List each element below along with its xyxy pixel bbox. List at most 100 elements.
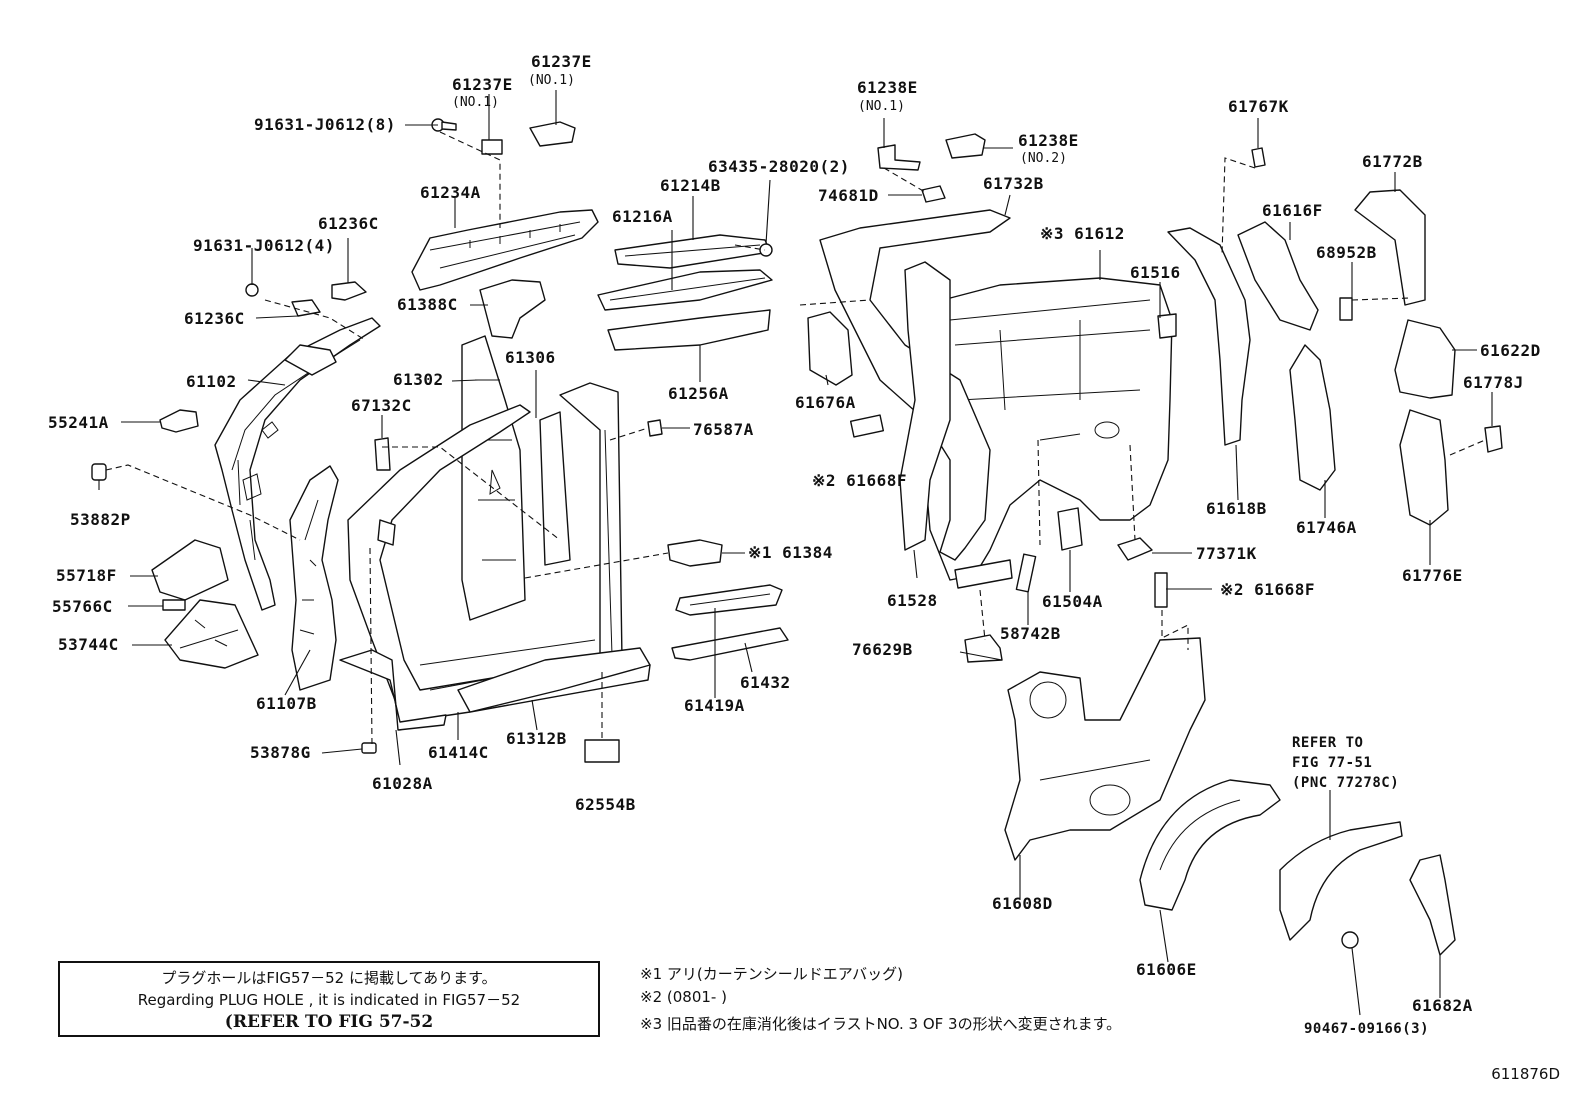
part-61746A-drawing: [1289, 344, 1336, 491]
label-61238E-a: 61238E: [857, 78, 918, 97]
label-61238E-b: 61238E: [1018, 131, 1079, 150]
label-61237E-a-sub: (NO.1): [452, 95, 499, 110]
label-61528: 61528: [887, 591, 938, 610]
label-61256A: 61256A: [668, 384, 729, 403]
note-line-japanese: プラグホールはFIG57－52 に掲載してあります。: [161, 969, 497, 987]
label-61302: 61302: [393, 370, 444, 389]
label-61676A: 61676A: [795, 393, 856, 412]
part-61606E-drawing: [1139, 779, 1281, 911]
part-90467-clip-drawing: [1341, 931, 1359, 949]
figure-id: 611876D: [1491, 1065, 1560, 1083]
refer-note-line1: REFER TO: [1292, 735, 1364, 751]
label-61102: 61102: [186, 372, 237, 391]
label-58742B: 58742B: [1000, 624, 1061, 643]
note-line-refer: (REFER TO FIG 57-52: [224, 1012, 434, 1032]
label-74681D: 74681D: [818, 186, 879, 205]
label-61312B: 61312B: [506, 729, 567, 748]
label-61516: 61516: [1130, 263, 1181, 282]
part-61676A-drawing: [807, 311, 853, 386]
part-61236C-bracket: [331, 281, 367, 301]
label-61608D: 61608D: [992, 894, 1053, 913]
part-61618B-drawing: [1167, 227, 1251, 446]
label-76629B: 76629B: [852, 640, 913, 659]
part-61102-drawing: [214, 317, 381, 611]
part-91631-bolt-4: [245, 283, 259, 297]
part-61306-drawing: [539, 411, 571, 566]
label-61682A: 61682A: [1412, 996, 1473, 1015]
label-61216A: 61216A: [612, 207, 673, 226]
label-77371K: 77371K: [1196, 544, 1257, 563]
part-55718F-drawing: [151, 539, 229, 601]
part-77278C-ref-drawing: [1279, 821, 1403, 941]
label-53878G: 53878G: [250, 743, 311, 762]
label-61214B: 61214B: [660, 176, 721, 195]
part-74681D-drawing: [921, 185, 946, 203]
label-90467: 90467-09166(3): [1304, 1021, 1430, 1037]
label-61306: 61306: [505, 348, 556, 367]
label-61668F-a: ※2 61668F: [812, 471, 907, 490]
label-61419A: 61419A: [684, 696, 745, 715]
label-61432: 61432: [740, 673, 791, 692]
label-76587A: 76587A: [693, 420, 754, 439]
part-61238E-bracket-b: [945, 133, 986, 159]
part-63435-drawing: [759, 243, 773, 257]
label-61746A: 61746A: [1296, 518, 1357, 537]
part-61528-drawing: [899, 261, 951, 551]
label-91631-4: 91631-J0612(4): [193, 236, 335, 255]
part-61107B-drawing: [289, 465, 339, 691]
label-61668F-b: ※2 61668F: [1220, 580, 1315, 599]
label-61618B: 61618B: [1206, 499, 1267, 518]
label-61606E: 61606E: [1136, 960, 1197, 979]
part-61767K-drawing: [1251, 147, 1266, 168]
label-53882P: 53882P: [70, 510, 131, 529]
footnote-3: ※3 旧品番の在庫消化後はイラストNO. 3 OF 3の形状へ変更されます。: [640, 1015, 1122, 1033]
part-61776E-drawing: [1399, 409, 1449, 526]
part-61668F-b-drawing: [1154, 572, 1168, 608]
label-68952B: 68952B: [1316, 243, 1377, 262]
leader-lines: [98, 90, 1493, 1016]
part-61778J-drawing: [1484, 425, 1503, 453]
part-61256A-drawing: [607, 309, 771, 351]
part-61302-drawing: [461, 335, 526, 621]
label-61234A: 61234A: [420, 183, 481, 202]
part-53744C-drawing: [164, 599, 259, 669]
label-61778J: 61778J: [1463, 373, 1524, 392]
note-line-english: Regarding PLUG HOLE , it is indicated in…: [137, 991, 521, 1009]
footnote-1: ※1 アリ(カーテンシールドエアバッグ): [640, 965, 903, 983]
part-77371K-drawing: [1117, 537, 1153, 561]
part-68952B-drawing: [1339, 297, 1353, 321]
part-61238E-bracket-a: [877, 144, 921, 171]
label-63435: 63435-28020(2): [708, 157, 850, 176]
label-61028A: 61028A: [372, 774, 433, 793]
part-61682A-drawing: [1409, 854, 1456, 956]
part-53882P-drawing: [91, 463, 107, 481]
label-61612: ※3 61612: [1040, 224, 1125, 243]
part-61772B-drawing: [1354, 189, 1426, 306]
part-61668F-a-drawing: [849, 414, 885, 438]
part-61237E-bracket-b: [529, 121, 576, 147]
label-61238E-a-sub: (NO.1): [858, 99, 905, 114]
label-61384: ※1 61384: [748, 543, 833, 562]
label-61237E-a: 61237E: [452, 75, 513, 94]
part-61504A-drawing: [1057, 507, 1083, 551]
label-55718F: 55718F: [56, 566, 117, 585]
part-62554B-drawing: [584, 739, 620, 763]
label-53744C: 53744C: [58, 635, 119, 654]
label-55766C: 55766C: [52, 597, 113, 616]
label-91631-8: 91631-J0612(8): [254, 115, 396, 134]
part-61608D-drawing: [1004, 637, 1206, 861]
part-55241A-drawing: [159, 409, 199, 433]
part-61616F-drawing: [1237, 221, 1319, 331]
label-61237E-b: 61237E: [531, 52, 592, 71]
refer-note-line2: FIG 77-51: [1292, 755, 1373, 771]
footnote-2: ※2 (0801- ): [640, 988, 727, 1006]
part-76629B-drawing: [964, 634, 1003, 663]
part-55766C-drawing: [162, 599, 186, 611]
dashed-assembly-lines: [105, 131, 1486, 746]
plug-hole-note-box: プラグホールはFIG57－52 に掲載してあります。 Regarding PLU…: [58, 961, 600, 1037]
label-61732B: 61732B: [983, 174, 1044, 193]
part-53878G-drawing: [361, 742, 377, 754]
label-61238E-b-sub: (NO.2): [1020, 151, 1067, 166]
